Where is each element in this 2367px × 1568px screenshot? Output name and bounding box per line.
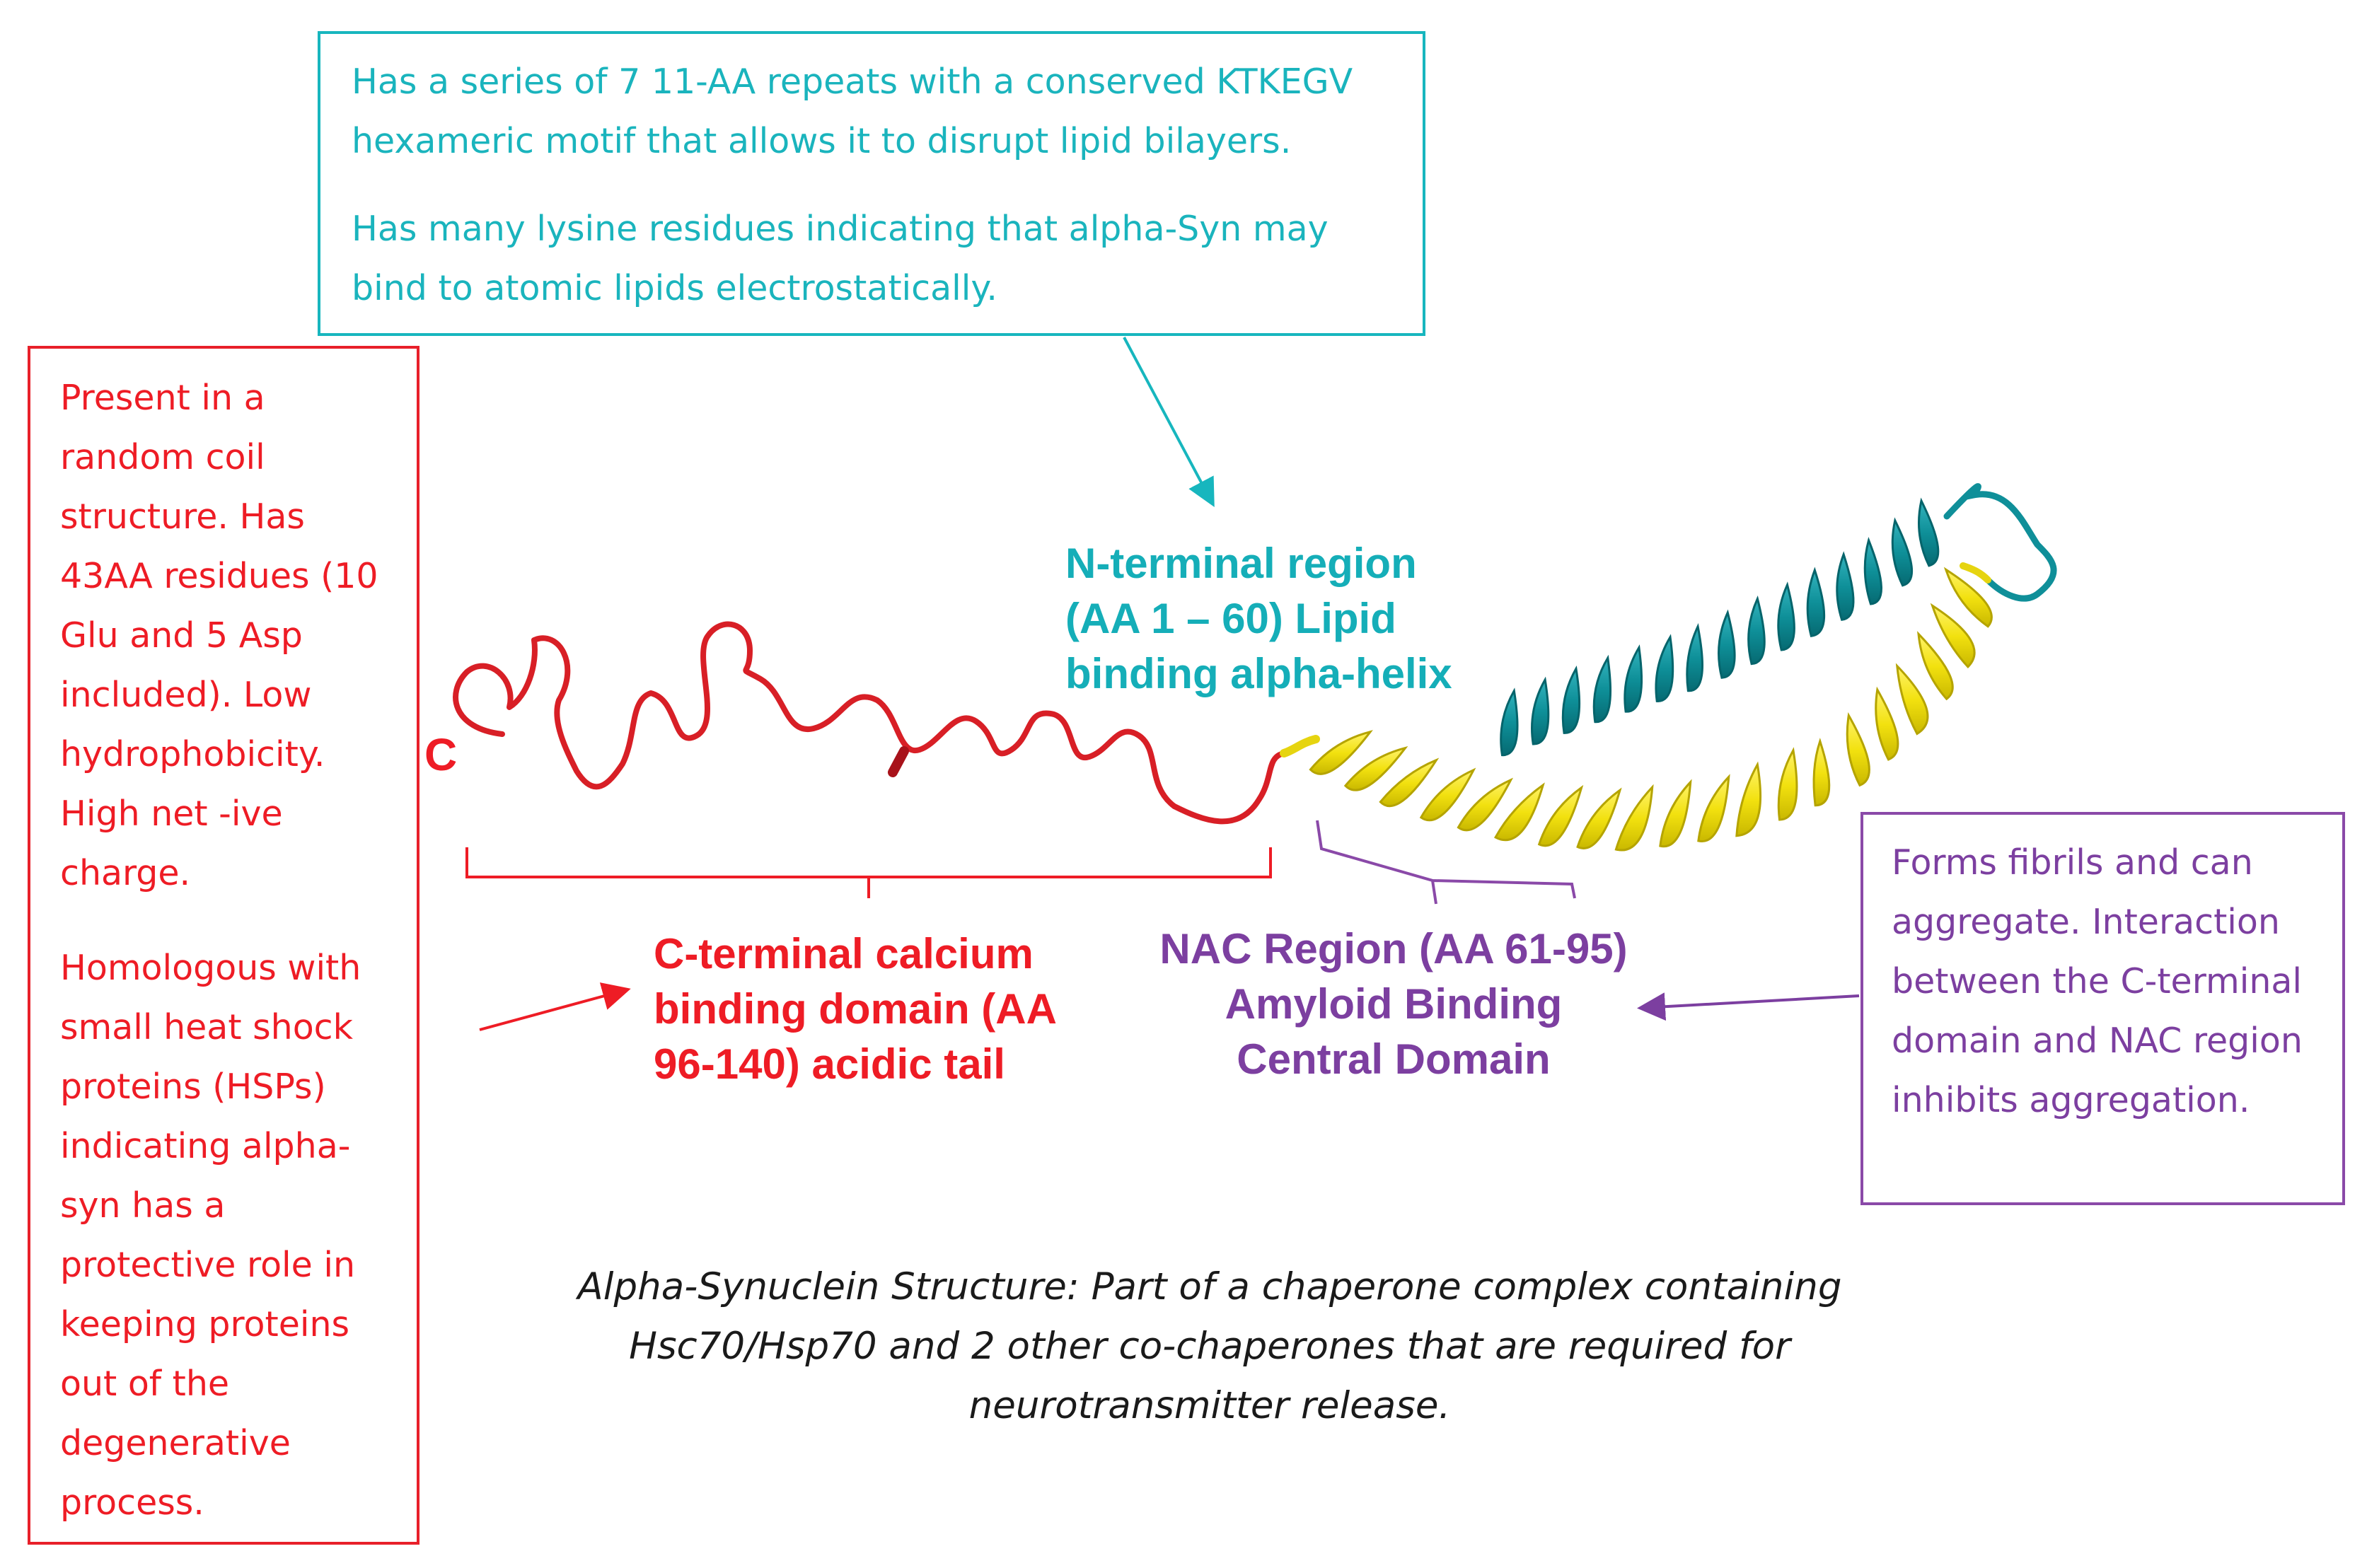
yellow-helix-turn (1419, 767, 1476, 822)
nac-description-box: Forms fibrils and can aggregate. Interac… (1860, 812, 2345, 1205)
yellow-helix-turn (1895, 663, 1929, 736)
yellow-helix-turn (1343, 746, 1408, 791)
yellow-helix-turn (1943, 567, 1993, 628)
teal-helix-turn (1918, 497, 1940, 567)
n-terminal-description-text-1: Has a series of 7 11-AA repeats with a c… (352, 62, 1353, 161)
c-terminal-bracket (465, 847, 1272, 898)
yellow-helix-turn (1777, 747, 1798, 821)
yellow-helix-turn (1875, 686, 1899, 761)
teal-helix-turn (1686, 623, 1704, 692)
yellow-helix-turn (1846, 712, 1870, 787)
n-terminal-description-box: Has a series of 7 11-AA repeats with a c… (318, 31, 1425, 336)
nac-region-label: NAC Region (AA 61-95) Amyloid Binding Ce… (1159, 925, 1628, 1083)
yellow-helix-turn (1494, 782, 1545, 842)
red-arrow (479, 982, 631, 1031)
teal-helix-turn (1863, 537, 1882, 605)
teal-helix-turn (1531, 676, 1550, 745)
c-terminal-description-text-1: Present in a random coil structure. Has … (60, 378, 378, 893)
yellow-helix-turn (1697, 774, 1730, 843)
nac-description-text: Forms fibrils and can aggregate. Interac… (1892, 842, 2303, 1120)
c-terminal-random-coil (453, 621, 1287, 825)
teal-helix-turn (1836, 551, 1855, 621)
c-terminus-marker: C (424, 729, 458, 780)
caption-line-1: Alpha-Synuclein Structure: Part of a cha… (577, 1265, 1842, 1308)
yellow-helix-turn (1930, 603, 1976, 669)
n-terminal-region-label: N-terminal region (AA 1 – 60) Lipid bind… (1065, 540, 1452, 697)
purple-arrow (1637, 992, 1860, 1021)
yellow-helix-turn (1379, 757, 1440, 808)
yellow-helix-turn (1812, 738, 1831, 807)
nac-yellow-helix (1280, 567, 1993, 852)
teal-helix-turn (1655, 634, 1674, 702)
teal-helix-turn (1747, 595, 1766, 666)
teal-helix-turn (1500, 687, 1519, 757)
caption-line-3: neurotransmitter release. (968, 1384, 1451, 1427)
teal-helix-turn (1624, 644, 1643, 713)
coil-highlight (888, 746, 909, 777)
teal-helix-turn (1891, 517, 1914, 587)
figure-caption: Alpha-Synuclein Structure: Part of a cha… (538, 1258, 1882, 1436)
c-terminal-description-text-2: Homologous with small heat shock protein… (60, 948, 361, 1523)
caption-line-2: Hsc70/Hsp70 and 2 other co-chaperones th… (629, 1325, 1790, 1368)
yellow-helix-turn (1735, 761, 1762, 837)
c-terminal-description-box: Present in a random coil structure. Has … (28, 346, 419, 1545)
n-terminal-teal-helix (1500, 483, 2057, 757)
teal-helix-turn (1806, 567, 1826, 637)
yellow-helix-turn (1457, 777, 1514, 832)
teal-helix-turn (1777, 581, 1795, 651)
yellow-helix-turn (1659, 779, 1692, 848)
n-terminal-description-text-2: Has many lysine residues indicating that… (352, 209, 1329, 308)
c-terminal-domain-label: C-terminal calcium binding domain (AA 96… (654, 930, 1057, 1088)
teal-helix-turn (1592, 654, 1612, 724)
yellow-helix-turn (1537, 784, 1584, 847)
yellow-helix-turn (1917, 631, 1954, 701)
nac-bracket (1316, 820, 1576, 905)
teal-helix-turn (1561, 665, 1581, 734)
teal-arrow (1123, 337, 1215, 508)
yellow-helix-turn (1576, 787, 1622, 849)
yellow-helix-turn (1309, 730, 1373, 775)
teal-helix-turn (1718, 609, 1736, 679)
yellow-helix-turn (1614, 784, 1654, 852)
